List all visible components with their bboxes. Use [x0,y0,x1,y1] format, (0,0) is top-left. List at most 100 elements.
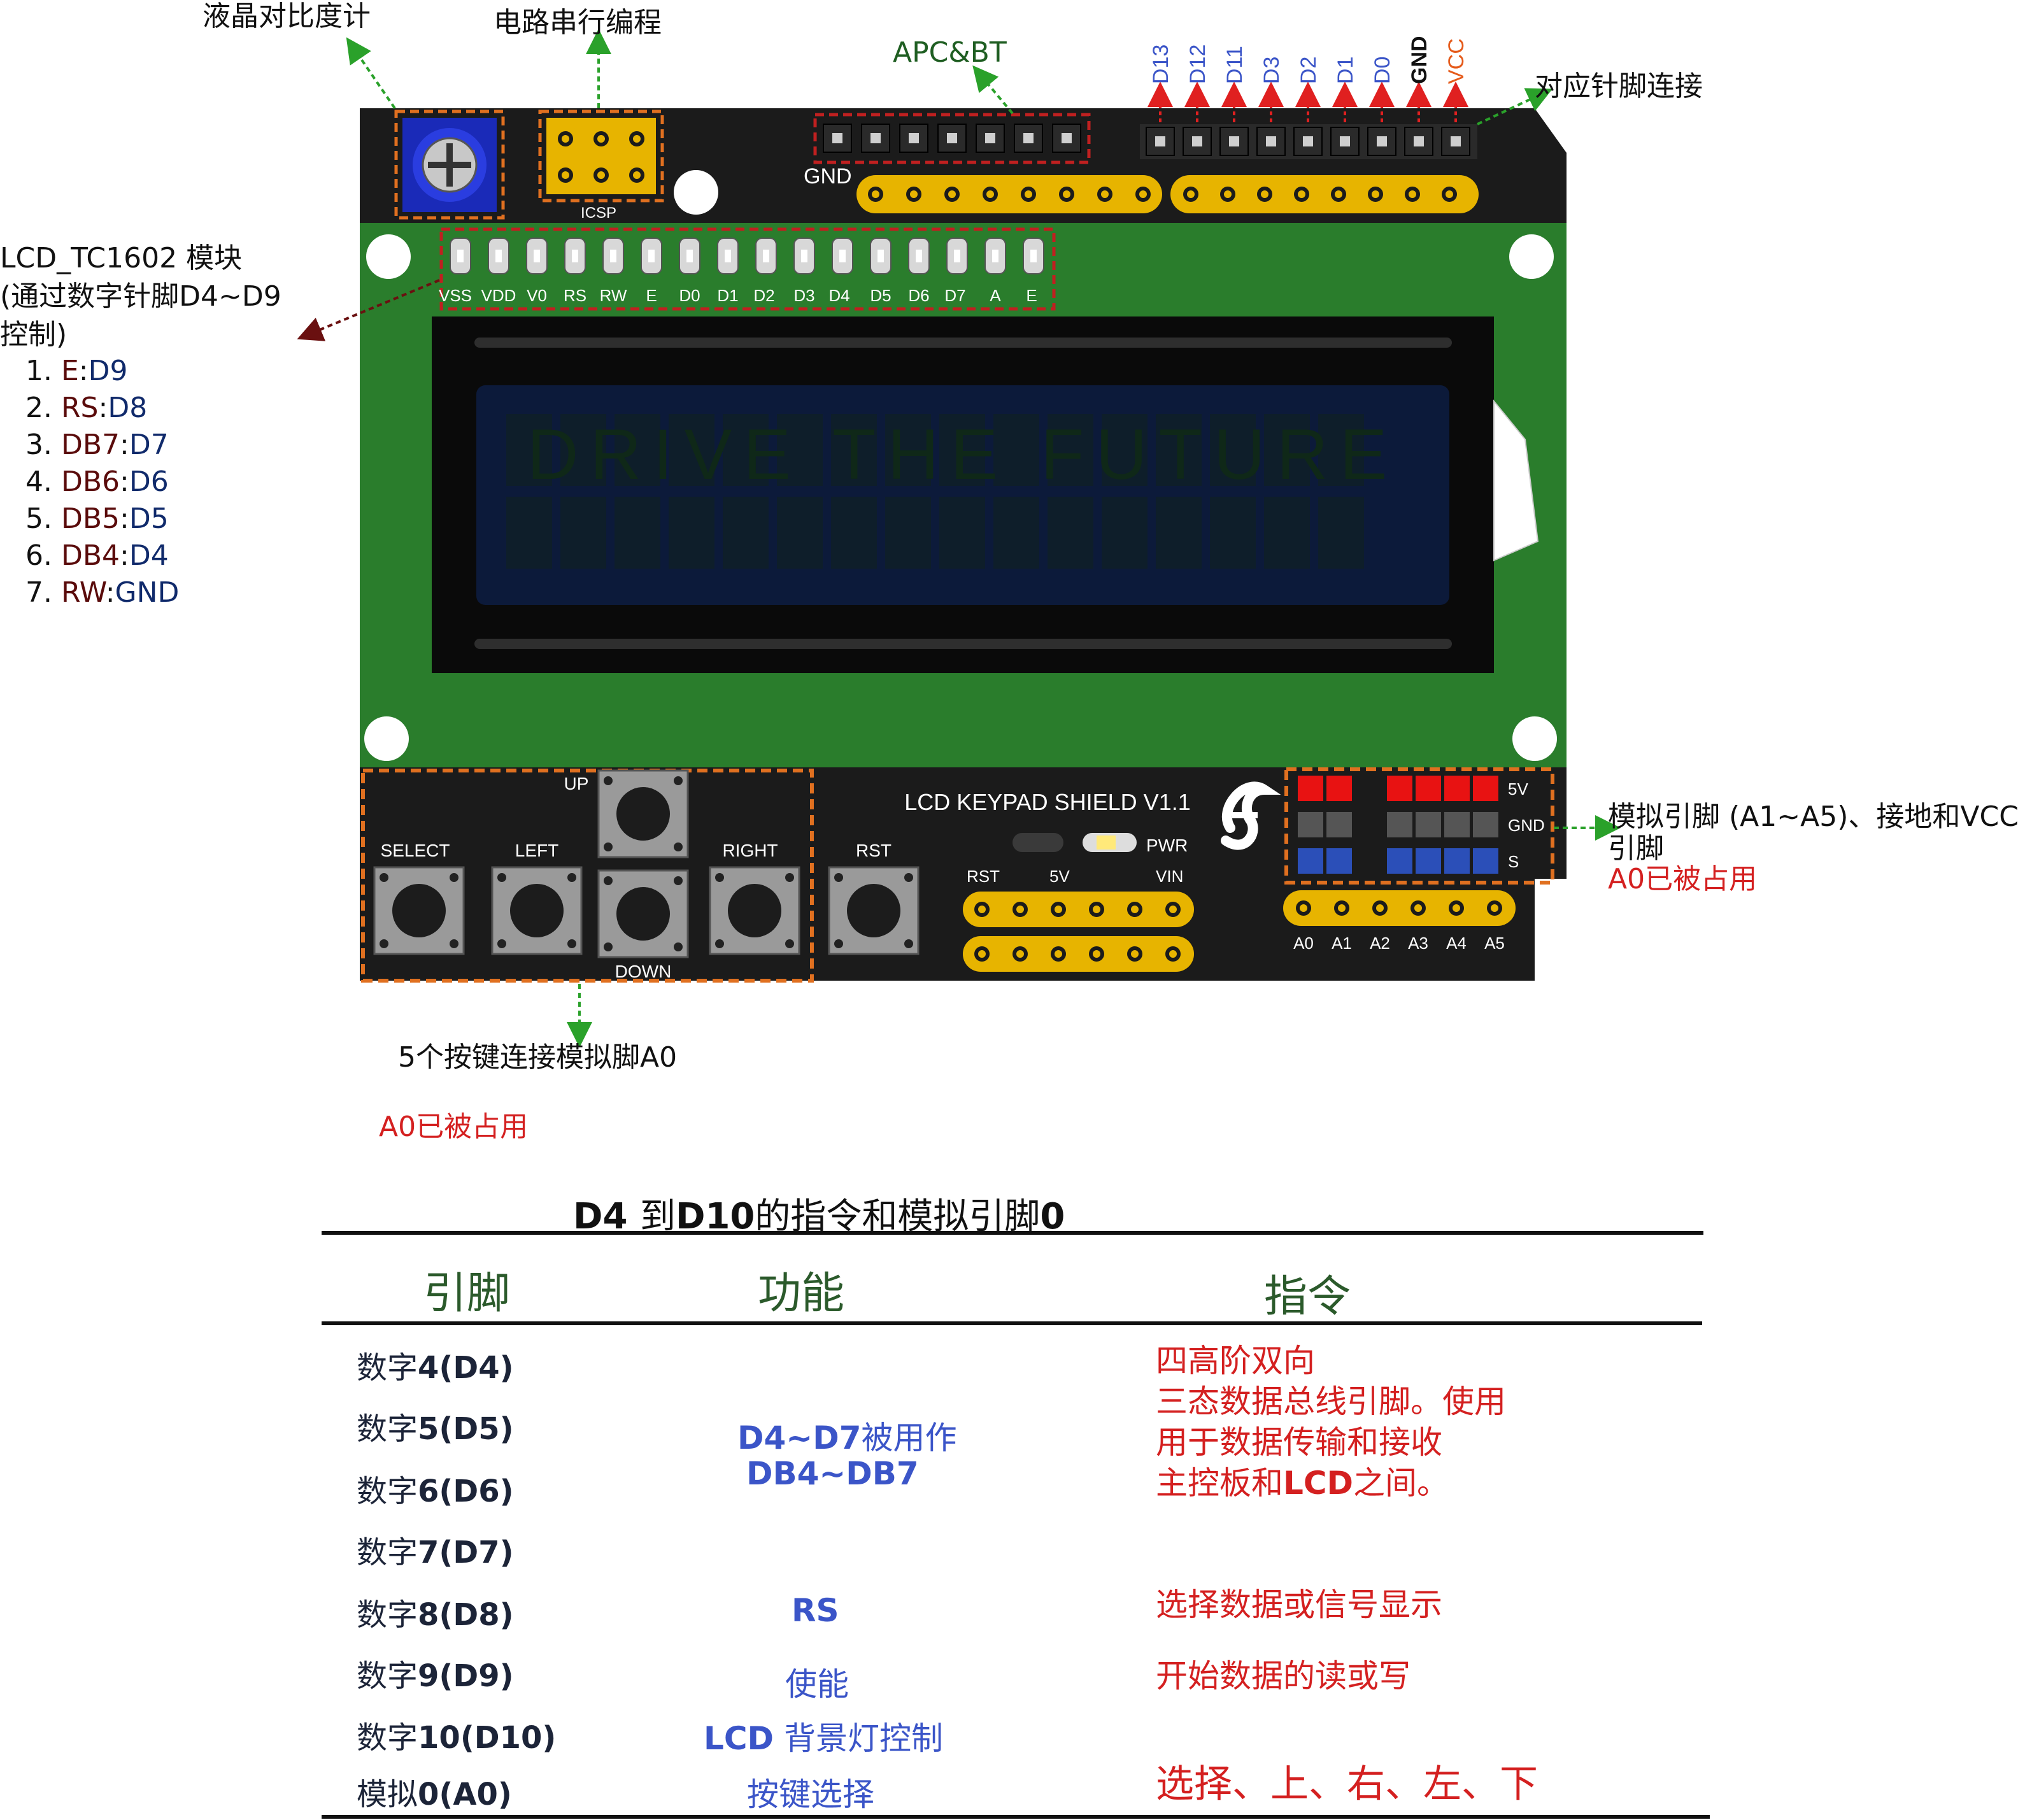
up-label: UP [564,774,589,793]
lcd-pin-label: D6 [908,286,929,305]
top-pin-label: D11 [1223,46,1247,84]
a0-used-right: A0已被占用 [1608,863,1758,895]
func-keys: 按键选择 [747,1776,874,1813]
lcd-keypad-shield-diagram: ICSP GND D13 D12 D11 [297,29,1621,1048]
keys-annotation: 5个按键连接模拟脚A0 [398,1041,678,1074]
pin-arrows [1148,82,1468,122]
right-button[interactable] [709,866,800,955]
func-db4-db7: DB4~DB7 [746,1455,919,1492]
top-pin-header [1146,127,1470,156]
left-label: LEFT [515,841,558,860]
pin-cell: 数字8(D8) [357,1597,514,1633]
pin-cell: 数字7(D7) [357,1535,514,1570]
sensor-header-box [1284,767,1554,885]
analog-pin-label: A5 [1484,934,1505,953]
pwr-label: PWR [1146,835,1188,855]
sensor-gnd-row [1298,812,1498,837]
analog-pin-label: A2 [1370,934,1390,953]
header-function: 功能 [758,1269,845,1319]
top-pin-label: D0 [1370,57,1395,84]
lcd-pin-label: RW [600,286,627,305]
dfrobot-logo-icon [1221,781,1281,850]
pin-cell: 数字6(D6) [357,1474,514,1509]
sensor-row-label: S [1508,852,1519,871]
cmd-data-bus: 四高阶双向 三态数据总线引脚。使用 用于数据传输和接收 主控板和LCD之间。 [1156,1342,1506,1502]
power-pin-label: VIN [1156,867,1183,886]
lcd-pin-list: 1. E:D9 2. RS:D8 3. DB7:D7 4. DB6:D6 5. … [25,353,179,610]
sensor-s-row [1298,848,1498,874]
pin-cell: 数字9(D9) [357,1658,514,1694]
analog-pin-label: A0 [1293,934,1314,953]
lcd-module-sub2: 控制) [0,318,68,351]
lcd-module-sub1: (通过数字针脚D4~D9 [0,280,281,313]
table-header-rule [322,1321,1702,1325]
pin-cell: 数字4(D4) [357,1350,514,1386]
lcd-pin-label: D3 [793,286,814,305]
select-button[interactable] [373,866,465,955]
header-command: 指令 [1264,1272,1351,1322]
rst-button[interactable] [828,866,920,955]
top-pin-label: VCC [1444,38,1468,84]
cmd-rs: 选择数据或信号显示 [1156,1586,1442,1623]
lcd-pin-label: RS [564,286,586,305]
down-label: DOWN [615,962,672,981]
analog-pins-annotation-2: 引脚 [1608,832,1664,865]
power-pin-label: 5V [1049,867,1070,886]
lcd-list-item: 5. DB5:D5 [25,502,169,535]
sensor-5v-row [1298,776,1498,801]
lcd-module-title: LCD_TC1602 模块 [0,242,243,274]
apc-bt-pins [823,124,1081,153]
lcd-pin-box [439,227,1056,311]
lcd-pin-label: D2 [753,286,774,305]
pin-connect-annotation: 对应针脚连接 [1535,70,1703,103]
mount-hole [1512,716,1557,761]
sensor-row-label: 5V [1508,779,1528,799]
lcd-pin-label: D1 [717,286,738,305]
lcd-list-item: 2. RS:D8 [25,392,148,424]
icsp-annotation: 电路串行编程 [494,6,662,39]
contrast-annotation: 液晶对比度计 [202,0,371,32]
top-pin-label: D2 [1297,57,1321,84]
select-label: SELECT [381,841,450,860]
lcd-list-item: 6. DB4:D4 [25,539,169,572]
lcd-display-text: DRIVE THE FUTURE [527,415,1399,494]
lcd-pin-label: VDD [481,286,516,305]
lcd-list-item: 7. RW:GND [25,576,180,609]
a0-used-bottom: A0已被占用 [379,1111,529,1143]
button-area-box [361,769,814,983]
down-button[interactable] [597,869,689,958]
lcd-pin-label: D5 [870,286,891,305]
top-pin-label: D3 [1260,57,1284,84]
cmd-keys: 选择、上、右、左、下 [1156,1762,1538,1807]
pin-cell: 数字5(D5) [357,1411,514,1447]
analog-pin-label: A3 [1408,934,1428,953]
mount-hole [1509,234,1554,279]
lcd-pin-label: D7 [944,286,965,305]
lcd-module-arrow [297,279,440,341]
lcd-pin-label: V0 [527,286,547,305]
func-rs: RS [792,1592,839,1629]
top-pin-label: D1 [1333,57,1358,84]
top-pin-label: D13 [1149,45,1173,84]
power-pin-label: RST [967,867,1000,886]
lcd-char-cells [506,414,1364,569]
left-button[interactable] [491,866,583,955]
top-pin-label: GND [1407,36,1432,84]
lcd-pin-label: E [1026,286,1037,305]
up-button[interactable] [597,769,689,858]
analog-pin-label: A1 [1332,934,1352,953]
apc-bt-annotation: APC&BT [893,36,1007,69]
lcd-list-item: 1. E:D9 [25,355,128,387]
lcd-pin-label: A [990,286,1001,305]
pin-connect-arrow [1477,88,1553,125]
contrast-pot-box [394,110,505,220]
table-top-rule [322,1231,1703,1235]
mount-hole [364,716,409,761]
lcd-list-item: 3. DB7:D7 [25,429,169,461]
top-pin-label: D12 [1186,45,1210,84]
header-pin: 引脚 [423,1269,511,1319]
sensor-row-label: GND [1508,816,1545,835]
analog-pins-annotation: 模拟引脚 (A1~A5)、接地和VCC [1608,800,2019,833]
apc-bt-box [813,113,1091,164]
apc-bt-arrow [972,65,1014,115]
